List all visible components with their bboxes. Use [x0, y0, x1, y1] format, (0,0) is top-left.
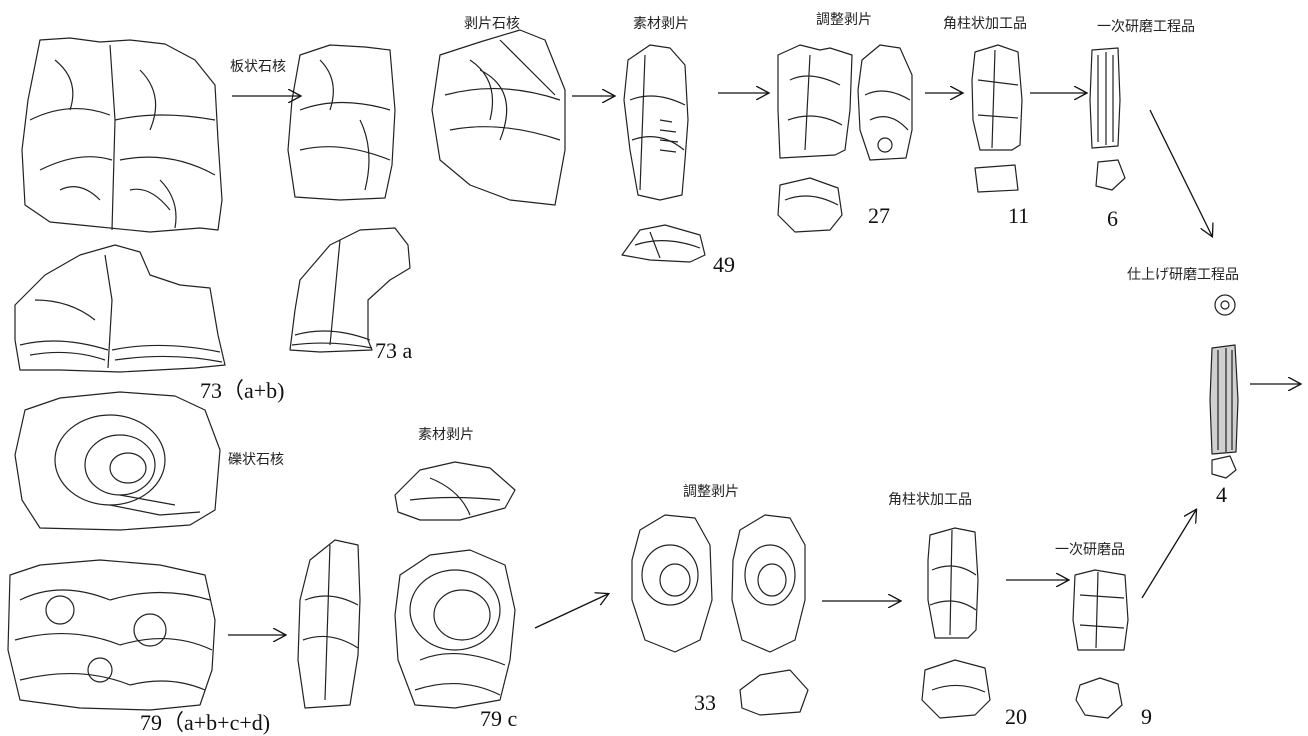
- pebble-core-drawing: [14, 391, 221, 531]
- label-plate-core: 板状石核: [230, 59, 286, 75]
- adjusted-flake-top-drawing: [777, 44, 913, 161]
- adjusted-flake-bottom-drawing: [631, 514, 809, 716]
- label-prism-product-top: 角柱状加工品: [943, 16, 1027, 32]
- core-79abcd-drawing: [7, 559, 216, 711]
- flake-core-drawing: [431, 29, 566, 206]
- label-primary-polish-top: 一次研磨工程品: [1097, 19, 1195, 35]
- number-6: 6: [1107, 206, 1118, 231]
- arrow-9: [534, 594, 608, 629]
- label-primary-polish-bottom: 一次研磨品: [1055, 542, 1125, 558]
- number-79abcd: 79（a+b+c+d): [140, 710, 271, 735]
- blank-flake-top-drawing: [623, 44, 689, 201]
- number-4: 4: [1216, 482, 1227, 507]
- label-blank-flake-top: 素材剥片: [633, 16, 689, 32]
- label-blank-flake-bottom: 素材剥片: [418, 427, 474, 443]
- label-adjusted-flake-top: 調整剥片: [816, 12, 872, 28]
- prism-product-bottom-drawing: [921, 527, 991, 719]
- primary-polish-bottom-drawing: [1072, 569, 1129, 719]
- number-73ab: 73（a+b): [200, 378, 285, 403]
- arrow-6: [1149, 109, 1212, 236]
- number-49: 49: [713, 252, 735, 277]
- blank-flake-bottom-drawing: [394, 461, 516, 521]
- label-prism-product-bottom: 角柱状加工品: [888, 492, 972, 508]
- core-73-upper-drawing: [21, 37, 223, 233]
- label-adjusted-flake-bottom: 調整剥片: [683, 484, 739, 500]
- flake-27-drawing: [777, 177, 843, 233]
- arrow-12: [1141, 510, 1196, 599]
- label-pebble-core: 礫状石核: [228, 452, 284, 468]
- number-9: 9: [1141, 704, 1152, 729]
- number-20: 20: [1005, 704, 1027, 729]
- label-finish-polish: 仕上げ研磨工程品: [1127, 267, 1239, 283]
- finish-product-drawing: [1209, 294, 1239, 479]
- number-33: 33: [694, 690, 716, 715]
- core-79c-drawing: [394, 549, 516, 709]
- core-73a-lower-drawing: [289, 227, 411, 353]
- flake-49-drawing: [621, 224, 706, 263]
- number-73a: 73 a: [375, 338, 413, 363]
- prism-product-top-drawing: [971, 44, 1023, 193]
- number-27: 27: [868, 203, 890, 228]
- number-79c: 79 c: [480, 706, 518, 731]
- core-73a-upper-drawing: [287, 44, 396, 201]
- flake-79-mid-drawing: [297, 539, 361, 709]
- number-11: 11: [1008, 203, 1030, 228]
- core-73ab-drawing: [14, 244, 226, 373]
- label-flake-core: 剥片石核: [464, 16, 520, 32]
- primary-polish-top-drawing: [1089, 47, 1126, 191]
